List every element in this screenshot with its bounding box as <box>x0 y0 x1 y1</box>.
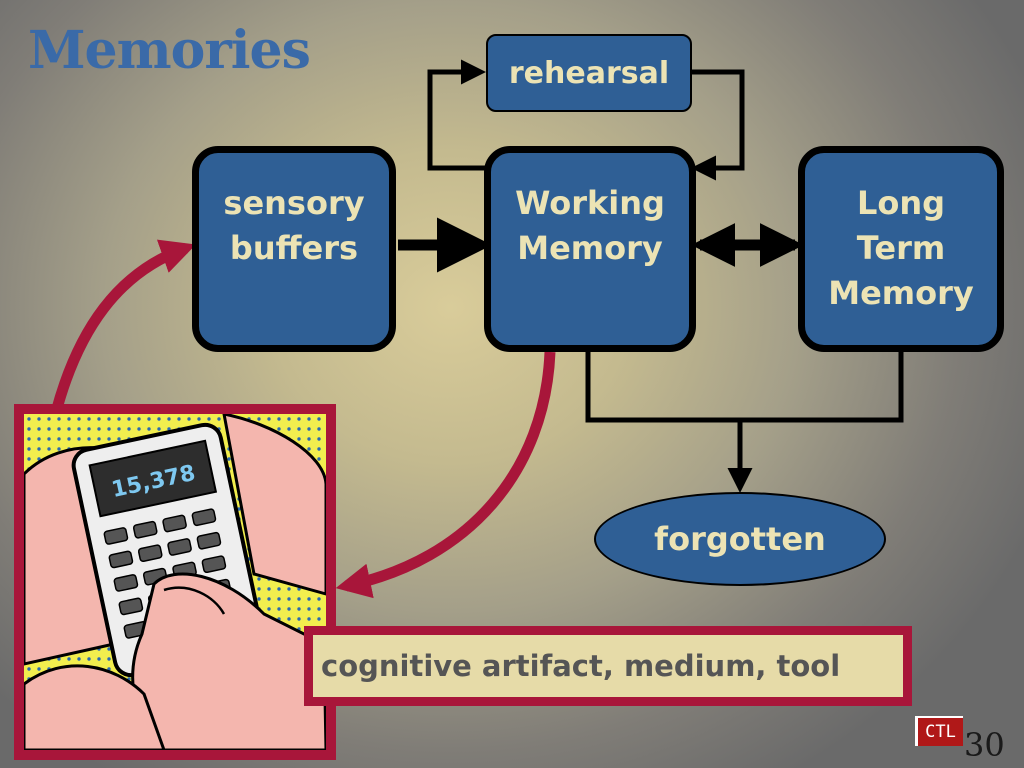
calculator-hand-picture: 15,378 <box>24 414 326 750</box>
calculator-illustration: 15,378 <box>14 404 336 760</box>
sensory-buffers-node: sensory buffers <box>192 146 396 352</box>
long-term-memory-node: Long Term Memory <box>798 146 1004 352</box>
node-label-line: Memory <box>517 229 663 267</box>
artifact-to-sensory-arrow <box>50 239 196 414</box>
node-label-line: Long <box>856 184 946 222</box>
node-label-line: Term <box>856 229 946 267</box>
rehearsal-node: rehearsal <box>486 34 692 112</box>
working-to-forgotten-line <box>585 350 904 423</box>
ctl-logo: CTL <box>915 716 963 746</box>
forgotten-node: forgotten <box>594 492 886 586</box>
slide-number: 30 <box>964 726 1005 764</box>
artifact-label: cognitive artifact, medium, tool <box>304 626 912 706</box>
node-label-line: buffers <box>229 229 359 267</box>
rehearsal-loop-return-arrow <box>691 69 745 181</box>
slide-title: Memories <box>28 20 311 81</box>
rehearsal-loop-out-arrow <box>427 59 510 171</box>
node-label-line: Memory <box>828 274 974 312</box>
node-label-line: sensory <box>223 184 365 222</box>
working-memory-node: Working Memory <box>484 146 696 352</box>
node-label-line: Working <box>515 184 665 222</box>
working-to-artifact-arrow <box>335 351 556 599</box>
